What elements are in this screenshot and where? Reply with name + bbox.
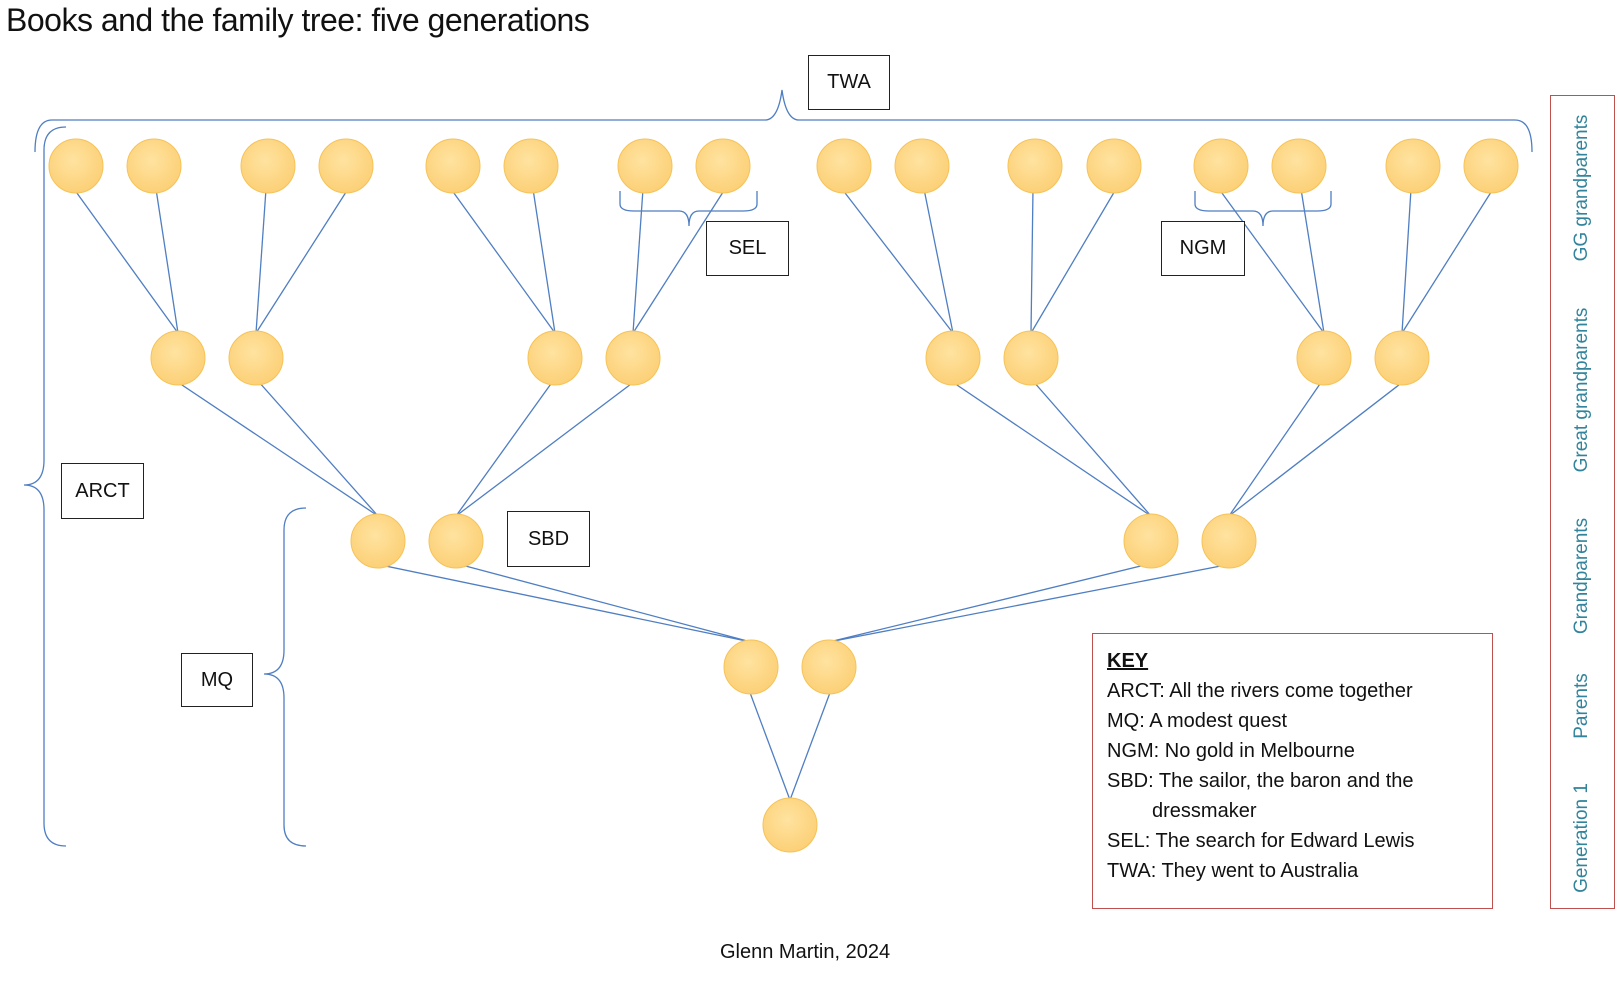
key-heading: KEY — [1107, 650, 1149, 672]
g1-g2-edge — [748, 689, 791, 801]
g4-g5-edge — [632, 188, 644, 334]
gg-grandparent-node — [425, 138, 481, 194]
parent-node — [723, 639, 779, 695]
key-mq: MQ: A modest quest — [1107, 710, 1288, 732]
g1-g2-edge — [789, 689, 832, 801]
gg-grandparent-node — [503, 138, 559, 194]
key-legend: KEY ARCT: All the rivers come together M… — [1092, 633, 1493, 909]
g3-g4-edge — [175, 380, 379, 517]
box-mq: MQ — [181, 653, 253, 707]
gg-grandparent-node — [1385, 138, 1441, 194]
mq-bracket — [263, 507, 307, 847]
gen-label-gg-grandparents: GG grandparents — [1571, 114, 1592, 262]
g4-g5-edge — [1030, 188, 1117, 334]
great-grandparent-node — [1003, 330, 1059, 386]
g4-g5-edge — [841, 188, 954, 334]
g4-g5-edge — [255, 188, 267, 334]
g3-g4-edge — [257, 380, 379, 517]
gg-grandparent-node — [1193, 138, 1249, 194]
key-arct: ARCT: All the rivers come together — [1107, 680, 1413, 702]
great-grandparent-node — [605, 330, 661, 386]
generation-1-node — [762, 797, 818, 853]
generations-panel — [1550, 95, 1615, 909]
key-sbd-continued: dressmaker — [1152, 800, 1257, 822]
g4-g5-edge — [923, 188, 954, 334]
g3-g4-edge — [1228, 380, 1323, 517]
credit: Glenn Martin, 2024 — [720, 941, 891, 963]
parent-node — [801, 639, 857, 695]
great-grandparent-node — [1296, 330, 1352, 386]
gg-grandparent-node — [1086, 138, 1142, 194]
arct-bracket — [23, 126, 67, 847]
g4-g5-edge — [73, 188, 179, 334]
g2-g3-edge — [457, 563, 752, 643]
key-sbd: SBD: The sailor, the baron and the — [1107, 770, 1414, 792]
gg-grandparent-node — [318, 138, 374, 194]
brackets — [23, 89, 1533, 847]
g4-g5-edge — [1401, 188, 1494, 334]
gg-grandparent-node — [1007, 138, 1063, 194]
gen-label-grandparents: Grandparents — [1571, 517, 1592, 635]
grandparent-node — [1201, 513, 1257, 569]
great-grandparent-node — [527, 330, 583, 386]
gen-label-great-grandparents: Great grandparents — [1571, 307, 1592, 473]
gg-grandparent-node — [695, 138, 751, 194]
great-grandparent-node — [228, 330, 284, 386]
gg-grandparent-node — [1271, 138, 1327, 194]
gg-grandparent-node — [894, 138, 950, 194]
box-ngm: NGM — [1161, 221, 1245, 276]
great-grandparent-node — [150, 330, 206, 386]
g4-g5-edge — [255, 188, 349, 334]
gg-grandparent-node — [126, 138, 182, 194]
grandparent-node — [350, 513, 406, 569]
great-grandparent-node — [1374, 330, 1430, 386]
gen-label-parents: Parents — [1571, 673, 1592, 739]
g3-g4-edge — [950, 380, 1152, 517]
g4-g5-edge — [532, 188, 556, 334]
page-title: Books and the family tree: five generati… — [6, 2, 590, 38]
g4-g5-edge — [1218, 188, 1325, 334]
tree-edges — [73, 188, 1494, 801]
great-grandparent-node — [925, 330, 981, 386]
gen-label-generation-1: Generation 1 — [1571, 783, 1592, 893]
box-sbd: SBD — [507, 511, 590, 567]
tree-nodes — [48, 138, 1519, 853]
twa-bracket — [34, 89, 1533, 153]
g4-g5-edge — [1300, 188, 1325, 334]
gg-grandparent-node — [816, 138, 872, 194]
g4-g5-edge — [1401, 188, 1412, 334]
g2-g3-edge — [375, 563, 752, 643]
g2-g3-edge — [828, 563, 1232, 643]
g4-g5-edge — [155, 188, 179, 334]
key-sel: SEL: The search for Edward Lewis — [1107, 830, 1415, 852]
box-sel: SEL — [706, 221, 789, 276]
g3-g4-edge — [455, 380, 554, 517]
grandparent-node — [1123, 513, 1179, 569]
g3-g4-edge — [1228, 380, 1405, 517]
g4-g5-edge — [632, 188, 726, 334]
box-arct: ARCT — [61, 463, 144, 519]
sel-bracket — [619, 191, 758, 227]
g2-g3-edge — [828, 563, 1150, 643]
gg-grandparent-node — [240, 138, 296, 194]
ngm-bracket — [1194, 191, 1332, 227]
g3-g4-edge — [1032, 380, 1152, 517]
box-twa: TWA — [808, 55, 890, 110]
g4-g5-edge — [1030, 188, 1034, 334]
gg-grandparent-node — [617, 138, 673, 194]
key-ngm: NGM: No gold in Melbourne — [1107, 740, 1355, 762]
grandparent-node — [428, 513, 484, 569]
gg-grandparent-node — [1463, 138, 1519, 194]
key-twa: TWA: They went to Australia — [1107, 860, 1359, 882]
gg-grandparent-node — [48, 138, 104, 194]
g4-g5-edge — [450, 188, 556, 334]
g3-g4-edge — [455, 380, 636, 517]
